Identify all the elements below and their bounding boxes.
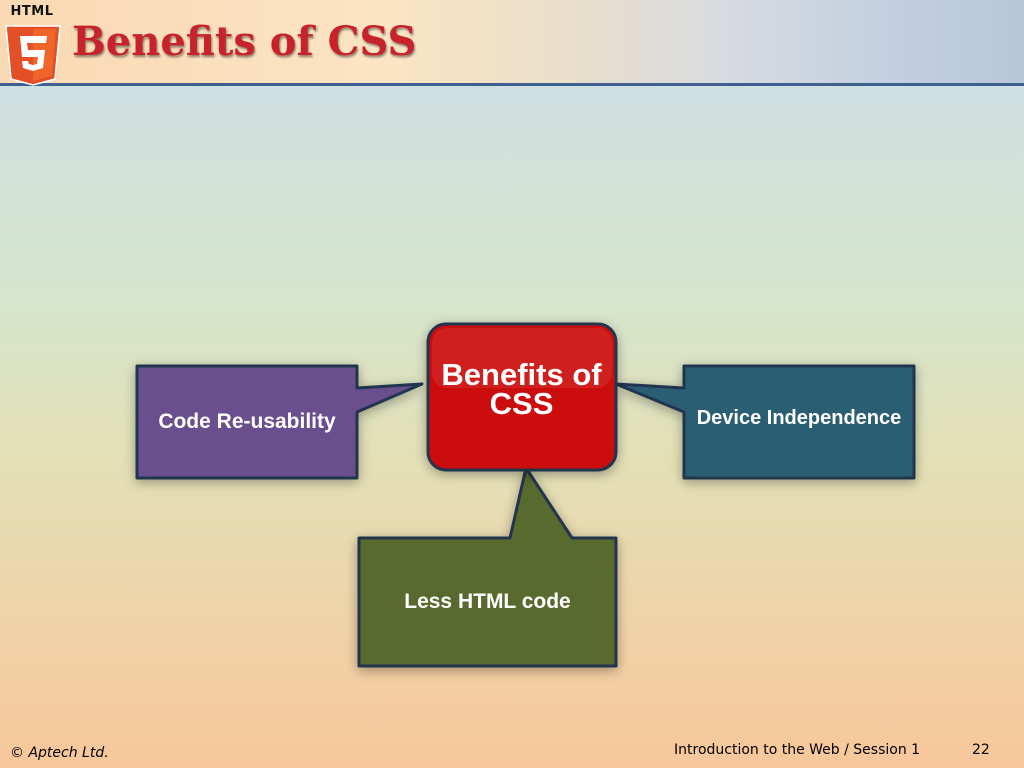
bottom-box-label: Less HTML code	[404, 590, 571, 613]
logo-text: HTML	[10, 4, 54, 19]
footer-session: Introduction to the Web / Session 1	[674, 742, 921, 758]
html5-shield-icon	[5, 25, 61, 86]
page-number: 22	[972, 742, 990, 758]
company-name: Aptech Ltd.	[28, 745, 109, 761]
bottom-callout-shape	[357, 466, 618, 668]
right-callout-shape	[614, 364, 916, 480]
left-callout-shape	[135, 364, 424, 480]
slide-header	[0, 0, 1024, 86]
center-box-shape	[426, 322, 618, 472]
page-title: Benefits of CSS	[72, 18, 417, 65]
copyright-symbol: ©	[10, 745, 24, 761]
footer-copyright: © Aptech Ltd.	[10, 745, 109, 761]
center-box-label: Benefits of CSS	[441, 357, 602, 421]
left-box-label: Code Re-usability	[158, 410, 336, 433]
right-box-label: Device Independence	[696, 407, 902, 429]
